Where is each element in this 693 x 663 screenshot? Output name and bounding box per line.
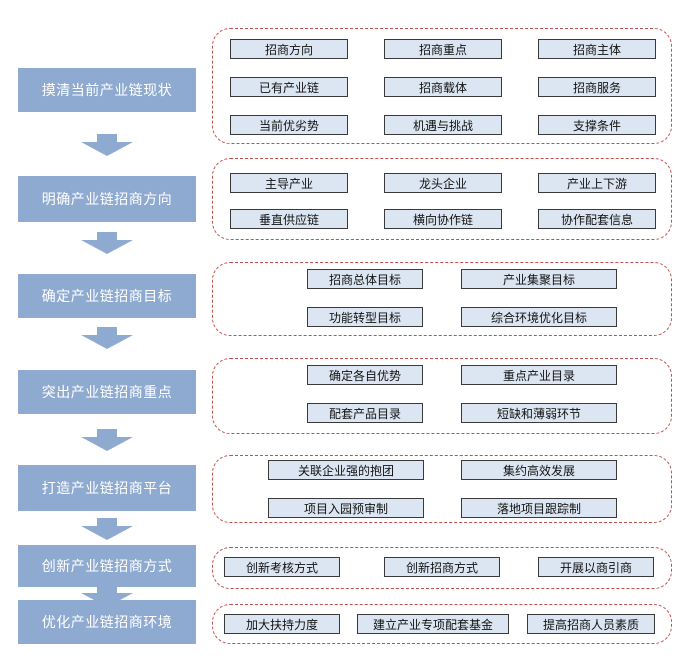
detail-tag: 产业集聚目标 [461,269,617,289]
detail-tag-label: 当前优劣势 [258,118,319,133]
down-arrow-icon [81,518,133,540]
detail-tag-label: 关联企业强的抱团 [297,463,394,478]
detail-tag-label: 综合环境优化目标 [490,310,587,325]
detail-tag-label: 机遇与挑战 [412,118,473,133]
detail-tag-label: 加大扶持力度 [245,617,318,632]
detail-tag-label: 提高招商人员素质 [542,617,639,632]
detail-tag: 当前优劣势 [230,115,348,135]
detail-tag-label: 产业集聚目标 [502,272,575,287]
detail-tag: 招商总体目标 [307,269,423,289]
detail-tag-label: 主导产业 [264,176,313,191]
detail-tag-label: 协作配套信息 [560,212,633,227]
detail-tag-label: 落地项目跟踪制 [496,501,581,516]
detail-tag-label: 横向协作链 [412,212,473,227]
detail-tag-label: 短缺和薄弱环节 [496,406,581,421]
step-label: 确定产业链招商目标 [41,289,173,305]
detail-tag: 支撑条件 [538,115,656,135]
detail-tag: 开展以商引商 [538,557,654,577]
down-arrow-icon [81,327,133,349]
detail-tag-label: 招商重点 [418,42,467,57]
detail-tag-label: 重点产业目录 [502,368,575,383]
detail-tag: 协作配套信息 [538,209,656,229]
detail-tag-label: 开展以商引商 [559,560,632,575]
detail-tag-label: 招商总体目标 [328,272,401,287]
detail-tag: 招商服务 [538,77,656,97]
detail-tag: 配套产品目录 [307,403,423,423]
step-5-detail-group: 关联企业强的抱团 集约高效发展 项目入园预审制 落地项目跟踪制 [212,455,672,523]
detail-tag: 招商主体 [538,39,656,59]
detail-tag-label: 建立产业专项配套基金 [372,617,493,632]
detail-tag: 集约高效发展 [461,460,617,480]
step-5-box: 打造产业链招商平台 [18,465,196,511]
step-2-box: 明确产业链招商方向 [18,176,196,222]
detail-tag-label: 确定各自优势 [328,368,401,383]
detail-tag: 关联企业强的抱团 [268,460,424,480]
detail-tag-label: 配套产品目录 [328,406,401,421]
detail-tag: 招商重点 [384,39,502,59]
detail-tag: 建立产业专项配套基金 [357,614,509,634]
down-arrow-icon [81,134,133,156]
detail-tag: 重点产业目录 [461,365,617,385]
detail-tag: 创新考核方式 [224,557,340,577]
detail-tag-label: 龙头企业 [418,176,467,191]
down-arrow-icon [81,429,133,451]
detail-tag: 主导产业 [230,173,348,193]
step-1-box: 摸清当前产业链现状 [18,68,196,112]
detail-tag-label: 项目入园预审制 [303,501,388,516]
step-2-detail-group: 主导产业 龙头企业 产业上下游 垂直供应链 横向协作链 协作配套信息 [212,158,672,240]
step-label: 摸清当前产业链现状 [41,83,173,99]
detail-tag: 龙头企业 [384,173,502,193]
detail-tag-label: 招商服务 [572,80,621,95]
detail-tag-label: 已有产业链 [258,80,319,95]
step-label: 明确产业链招商方向 [41,192,173,208]
detail-tag: 功能转型目标 [307,307,423,327]
detail-tag: 项目入园预审制 [268,498,424,518]
detail-tag: 短缺和薄弱环节 [461,403,617,423]
detail-tag: 已有产业链 [230,77,348,97]
detail-tag-label: 垂直供应链 [258,212,319,227]
step-6-box: 创新产业链招商方式 [18,545,196,587]
step-label: 创新产业链招商方式 [41,559,173,575]
detail-tag: 综合环境优化目标 [461,307,617,327]
detail-tag: 招商方向 [230,39,348,59]
down-arrow-icon [81,585,133,607]
step-1-detail-group: 招商方向 招商重点 招商主体 已有产业链 招商载体 招商服务 当前优劣势 机遇与… [212,28,672,144]
detail-tag: 提高招商人员素质 [527,614,655,634]
detail-tag-label: 产业上下游 [566,176,627,191]
step-label: 突出产业链招商重点 [41,385,173,401]
detail-tag: 落地项目跟踪制 [461,498,617,518]
detail-tag: 垂直供应链 [230,209,348,229]
detail-tag: 横向协作链 [384,209,502,229]
detail-tag-label: 招商方向 [264,42,313,57]
step-3-box: 确定产业链招商目标 [18,274,196,318]
step-7-detail-group: 加大扶持力度 建立产业专项配套基金 提高招商人员素质 [212,604,672,644]
step-label: 打造产业链招商平台 [41,481,173,497]
detail-tag: 加大扶持力度 [224,614,340,634]
down-arrow-icon [81,232,133,254]
detail-tag-label: 集约高效发展 [502,463,575,478]
detail-tag: 创新招商方式 [384,557,500,577]
detail-tag: 招商载体 [384,77,502,97]
detail-tag-label: 招商主体 [572,42,621,57]
step-label: 优化产业链招商环境 [41,615,173,631]
step-7-box: 优化产业链招商环境 [18,600,196,644]
step-3-detail-group: 招商总体目标 产业集聚目标 功能转型目标 综合环境优化目标 [212,262,672,336]
detail-tag-label: 支撑条件 [572,118,621,133]
step-4-detail-group: 确定各自优势 重点产业目录 配套产品目录 短缺和薄弱环节 [212,358,672,434]
detail-tag: 产业上下游 [538,173,656,193]
detail-tag-label: 招商载体 [418,80,467,95]
detail-tag-label: 创新考核方式 [245,560,318,575]
detail-tag-label: 功能转型目标 [328,310,401,325]
step-4-box: 突出产业链招商重点 [18,370,196,414]
detail-tag-label: 创新招商方式 [405,560,478,575]
step-6-detail-group: 创新考核方式 创新招商方式 开展以商引商 [212,547,672,589]
detail-tag: 机遇与挑战 [384,115,502,135]
detail-tag: 确定各自优势 [307,365,423,385]
